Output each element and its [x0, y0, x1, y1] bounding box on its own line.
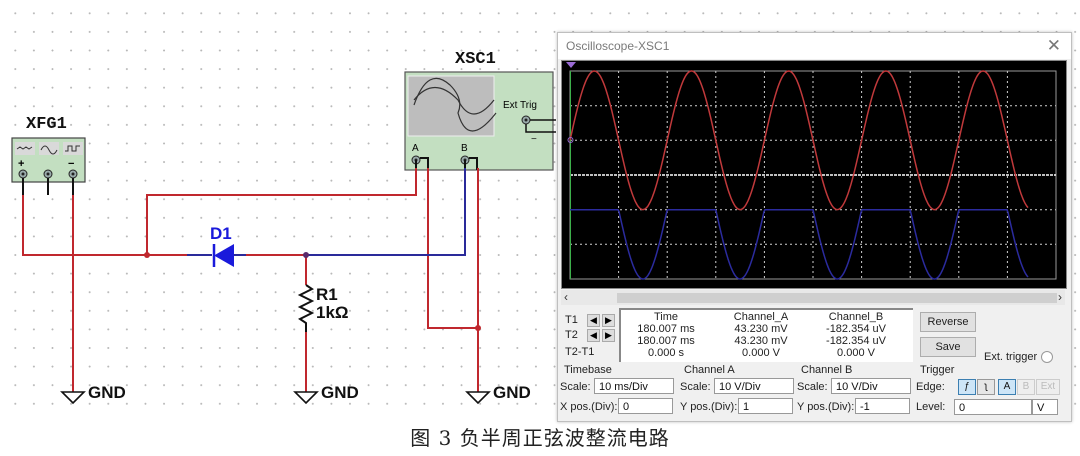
channel-b-scale-input[interactable]: 10 V/Div — [831, 378, 911, 394]
rising-edge-button[interactable]: ƒ — [958, 379, 976, 395]
level-label: Level: — [916, 401, 946, 413]
oscilloscope-label: XSC1 — [455, 50, 496, 69]
minus-terminal-label: − — [68, 158, 75, 170]
channel-a-scale-input[interactable]: 10 V/Div — [714, 378, 794, 394]
diode-d1 — [212, 244, 246, 267]
edge-label: Edge: — [916, 381, 945, 393]
diff-time: 0.000 s — [647, 347, 685, 359]
oscilloscope-screen[interactable] — [561, 60, 1067, 289]
header-channel-a: Channel_A — [733, 311, 789, 323]
ground-symbol — [293, 391, 319, 405]
trigger-level-input[interactable]: 0 — [954, 399, 1032, 415]
gnd-label: GND — [493, 383, 531, 402]
ext-trig-label: Ext Trig — [503, 100, 537, 111]
timebase-scale-input[interactable]: 10 ms/Div — [594, 378, 674, 394]
gnd-label: GND — [321, 383, 359, 402]
function-generator-label: XFG1 — [26, 115, 67, 134]
x-pos-label: X pos.(Div): — [560, 401, 618, 413]
cursor-t1-marker — [566, 62, 576, 68]
readout-table: Time Channel_A Channel_B 180.007 ms 43.2… — [619, 308, 913, 362]
oscilloscope-window: Oscilloscope-XSC1 ✕ ‹ › — [557, 32, 1072, 422]
header-channel-b: Channel_B — [828, 311, 884, 323]
trigger-title: Trigger — [920, 364, 955, 376]
ext-trigger-label: Ext. trigger — [984, 351, 1038, 363]
plus-terminal-label: + — [18, 158, 25, 170]
channel-b-scale-label: Scale: — [797, 381, 828, 393]
diff-channel-b: 0.000 V — [837, 347, 875, 359]
timebase-scale-label: Scale: — [560, 381, 591, 393]
t1-channel-a: 43.230 mV — [734, 323, 788, 335]
window-title-bar[interactable]: Oscilloscope-XSC1 ✕ — [558, 33, 1071, 59]
svg-text:−: − — [531, 134, 537, 145]
source-b-button[interactable]: B — [1017, 379, 1035, 395]
channel-a-y-pos-label: Y pos.(Div): — [680, 401, 738, 413]
reverse-button[interactable]: Reverse — [920, 312, 976, 332]
channel-a-terminal-label: A — [412, 143, 419, 154]
waveform-display — [566, 62, 1057, 280]
t2-right-button[interactable]: ▶ — [601, 329, 615, 342]
schematic-wiring: − — [11, 71, 556, 405]
trigger-level-unit[interactable]: V — [1032, 399, 1058, 415]
channel-b-y-pos-label: Y pos.(Div): — [797, 401, 855, 413]
t1-left-button[interactable]: ◀ — [586, 314, 600, 327]
resistor-value-label: 1kΩ — [316, 303, 349, 322]
sine-wave-icon — [40, 145, 58, 155]
square-wave-icon — [65, 145, 80, 152]
source-ext-button[interactable]: Ext — [1036, 379, 1060, 395]
ground-symbol — [60, 391, 86, 405]
close-icon[interactable]: ✕ — [1046, 36, 1061, 55]
channel-b-trace — [570, 208, 1029, 280]
t2-time: 180.007 ms — [637, 335, 695, 347]
resistor-r1 — [297, 284, 315, 332]
t2-t1-label: T2-T1 — [565, 346, 595, 358]
t2-label: T2 — [565, 329, 578, 341]
x-pos-input[interactable]: 0 — [618, 398, 673, 414]
channel-a-y-pos-input[interactable]: 1 — [738, 398, 793, 414]
t1-channel-b: -182.354 uV — [826, 323, 886, 335]
t1-time: 180.007 ms — [637, 323, 695, 335]
t2-channel-b: -182.354 uV — [826, 335, 886, 347]
t2-left-button[interactable]: ◀ — [586, 329, 600, 342]
channel-b-terminal-label: B — [461, 143, 468, 154]
diff-channel-a: 0.000 V — [742, 347, 780, 359]
t1-label: T1 — [565, 314, 578, 326]
resistor-name-label: R1 — [316, 285, 338, 304]
ground-symbol — [465, 391, 491, 405]
scroll-thumb[interactable] — [617, 293, 1057, 303]
ext-trigger-radio[interactable] — [1041, 351, 1054, 364]
gnd-label: GND — [88, 383, 126, 402]
figure-caption: 图 3 负半周正弦波整流电路 — [410, 426, 670, 450]
channel-a-scale-label: Scale: — [680, 381, 711, 393]
channel-a-title: Channel A — [684, 364, 735, 376]
scroll-left-icon[interactable]: ‹ — [564, 290, 568, 304]
ext-trigger: Ext. trigger — [984, 351, 1054, 364]
channel-b-y-pos-input[interactable]: -1 — [855, 398, 910, 414]
diode-label: D1 — [210, 224, 232, 243]
t2-channel-a: 43.230 mV — [734, 335, 788, 347]
cursor-readout: T1 ◀▶ T2 ◀▶ T2-T1 Time Channel_A Channel… — [561, 308, 913, 362]
triangle-wave-icon — [16, 146, 33, 150]
horizontal-scrollbar[interactable]: ‹ › — [561, 290, 1065, 305]
save-button[interactable]: Save — [920, 337, 976, 357]
falling-edge-button[interactable]: ʅ — [977, 379, 995, 395]
channel-b-title: Channel B — [801, 364, 853, 376]
window-title: Oscilloscope-XSC1 — [566, 39, 670, 53]
header-time: Time — [653, 311, 679, 323]
channel-a-trace — [569, 70, 1029, 211]
scroll-right-icon[interactable]: › — [1058, 290, 1062, 304]
timebase-title: Timebase — [564, 364, 612, 376]
source-a-button[interactable]: A — [998, 379, 1016, 395]
channel-a-offset-marker — [567, 137, 574, 143]
t1-right-button[interactable]: ▶ — [601, 314, 615, 327]
